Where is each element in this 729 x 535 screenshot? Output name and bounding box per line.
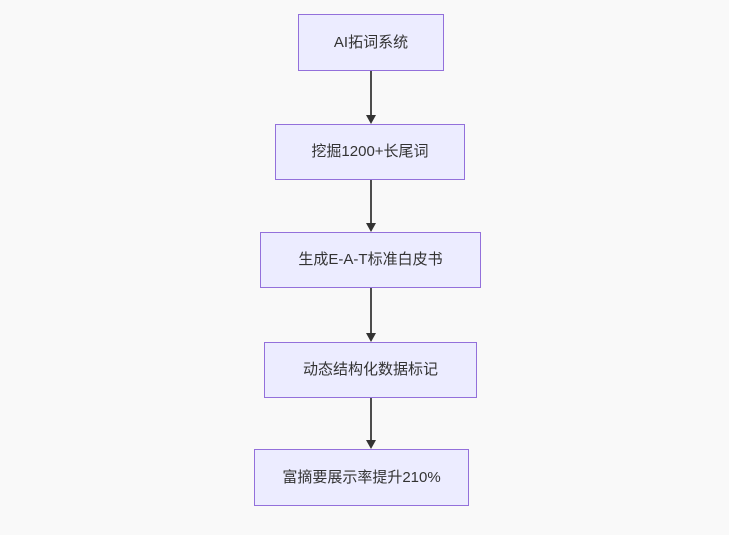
flow-node-label: 生成E-A-T标准白皮书 — [298, 251, 443, 268]
flow-node-eat-whitepaper: 生成E-A-T标准白皮书 — [260, 232, 481, 288]
flow-node-label: 富摘要展示率提升210% — [282, 468, 441, 486]
arrow-line — [370, 398, 372, 441]
flow-node-ai-word-expansion: AI拓词系统 — [298, 14, 444, 71]
flow-node-longtail-mining: 挖掘1200+长尾词 — [275, 124, 465, 180]
arrow-line — [370, 71, 372, 116]
arrow-down-icon — [366, 223, 376, 232]
flow-node-structured-data: 动态结构化数据标记 — [264, 342, 477, 398]
arrow-line — [370, 288, 372, 334]
flow-edge-3 — [366, 288, 376, 342]
arrow-line — [370, 180, 372, 224]
arrow-down-icon — [366, 333, 376, 342]
arrow-down-icon — [366, 115, 376, 124]
flow-edge-4 — [366, 398, 376, 449]
flow-edge-1 — [366, 71, 376, 124]
flow-edge-2 — [366, 180, 376, 232]
flow-node-rich-snippet-result: 富摘要展示率提升210% — [254, 449, 469, 506]
flow-node-label: 挖掘1200+长尾词 — [311, 143, 429, 160]
flow-node-label: AI拓词系统 — [333, 33, 409, 51]
arrow-down-icon — [366, 440, 376, 449]
flow-node-label: 动态结构化数据标记 — [302, 361, 438, 378]
